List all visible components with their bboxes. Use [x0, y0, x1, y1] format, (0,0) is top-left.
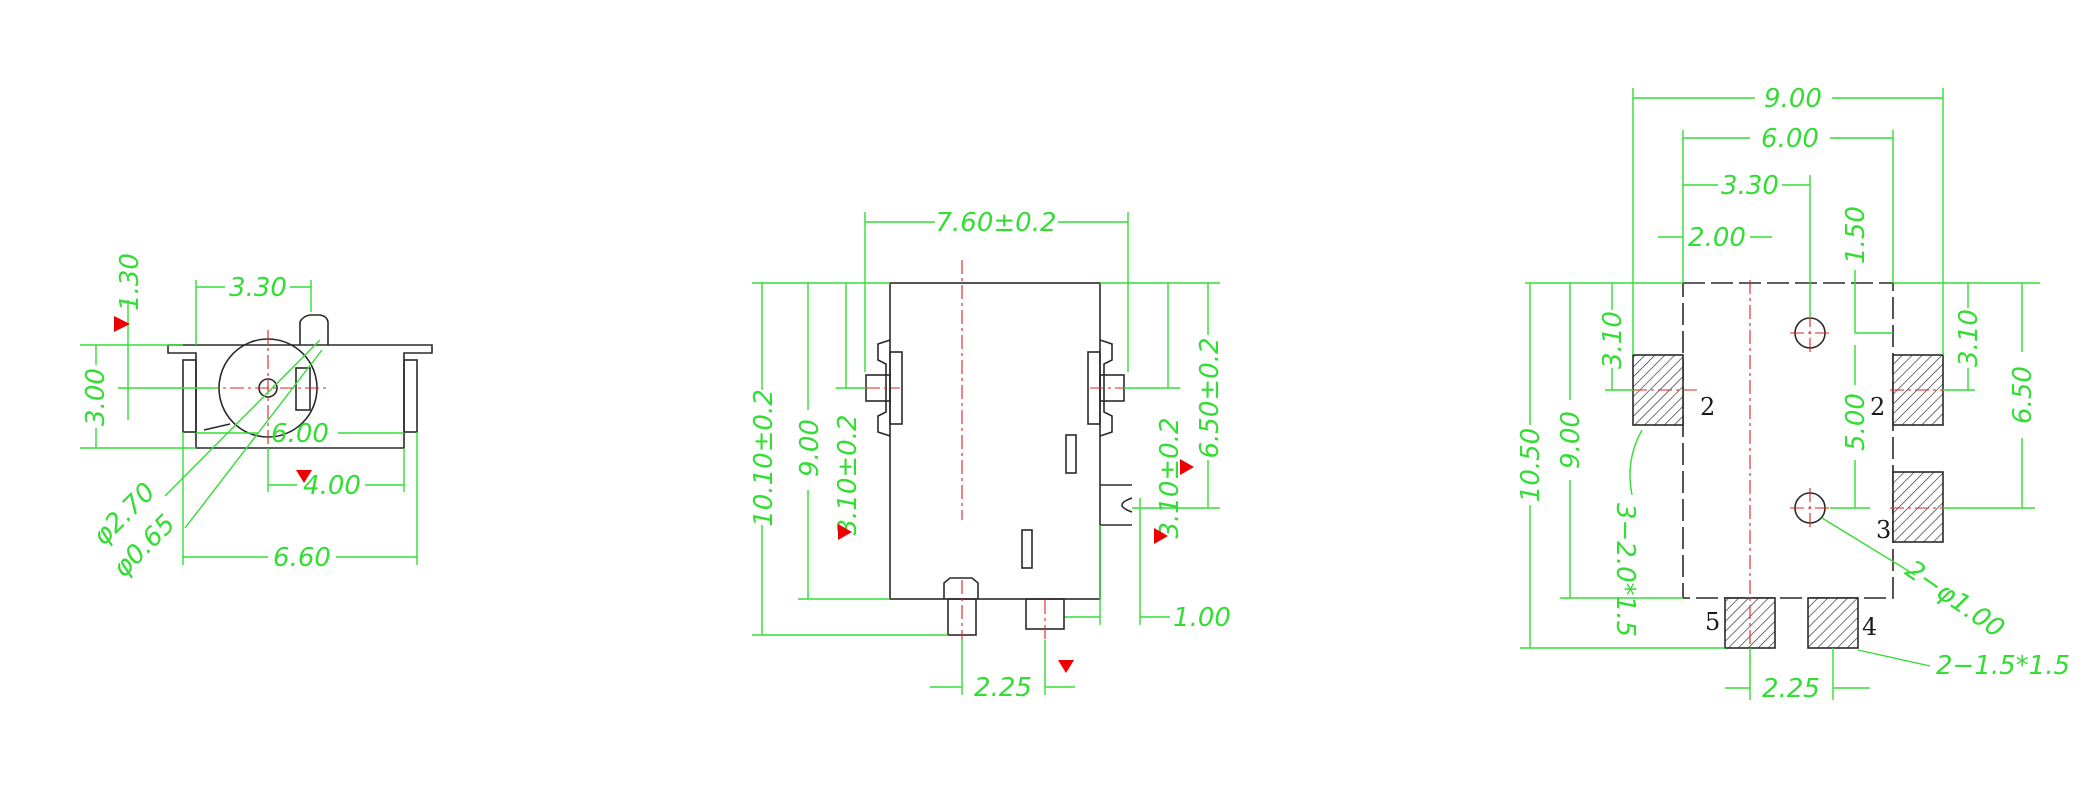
- front-view-slot-lower: [1021, 529, 1033, 569]
- side-dim-6-60: 6.60: [273, 543, 331, 573]
- fp-note-holes: 2−φ1.00: [1900, 555, 2010, 645]
- fp-dim-1-50: 1.50: [1841, 206, 1871, 264]
- front-dim-1-00: 1.00: [1173, 603, 1231, 633]
- side-dim-4-00: 4.00: [303, 471, 361, 501]
- footprint-outline: [1682, 282, 1894, 599]
- fp-note-pads-3: 3−2.0*1.5: [1610, 503, 1640, 637]
- fp-dim-2-00: 2.00: [1688, 223, 1746, 253]
- side-view-right-tab: [403, 359, 418, 433]
- side-view-contact: [295, 367, 311, 411]
- front-dim-width: 7.60±0.2: [935, 208, 1056, 238]
- front-marker-left: [838, 524, 852, 540]
- footprint-pad-bottom-right: [1807, 597, 1859, 649]
- side-view: 3.30 1.30 3.00 6.00 4.00 6.60 φ2.70 φ0.6…: [80, 253, 433, 583]
- footprint-pad-right-bottom: [1892, 471, 1944, 543]
- side-dim-3-30: 3.30: [229, 273, 287, 303]
- fp-dim-h-10-50: 10.50: [1516, 428, 1546, 502]
- pin-label-bottom-left: 5: [1705, 608, 1720, 636]
- front-view-hook: [1100, 484, 1133, 526]
- pin-label-left: 2: [1700, 393, 1715, 421]
- front-marker-down: [1058, 660, 1074, 673]
- side-marker-down: [296, 470, 312, 483]
- fp-note-pads-2-leader: [1857, 649, 1931, 667]
- front-marker-right-upper: [1180, 459, 1194, 475]
- side-dim-6-00: 6.00: [271, 419, 329, 449]
- front-view-slot-upper: [1065, 434, 1077, 474]
- front-marker-right-lower: [1154, 528, 1168, 544]
- fp-dim-left-3-10: 3.10: [1598, 311, 1628, 369]
- front-dim-body-height: 9.00: [795, 419, 825, 477]
- side-dim-3-00: 3.00: [81, 368, 111, 426]
- fp-dim-2-25: 2.25: [1762, 674, 1820, 704]
- fp-dim-9-00: 9.00: [1764, 84, 1822, 114]
- front-dim-right-3-10: 3.10±0.2: [1155, 417, 1185, 538]
- fp-note-holes-leader: [1821, 517, 1916, 576]
- front-dim-left-3-10: 3.10±0.2: [833, 414, 863, 535]
- front-view: 7.60±0.2 10.10±0.2 9.00 3.10±0.2 3.10±0.…: [749, 208, 1231, 703]
- front-view-pin-left-head: [943, 577, 979, 599]
- fp-dim-right-3-10: 3.10: [1954, 309, 1984, 367]
- front-dim-6-50: 6.50±0.2: [1195, 337, 1225, 458]
- side-view-left-tab: [182, 359, 197, 433]
- pin-label-bottom-right: 4: [1862, 613, 1877, 641]
- side-dim-dia-2-70-leader: [164, 339, 321, 497]
- side-view-pin: [299, 314, 329, 345]
- fp-dim-h-9-00: 9.00: [1556, 411, 1586, 469]
- front-view-body: [889, 282, 1101, 600]
- pin-label-right-bottom: 3: [1876, 516, 1891, 544]
- fp-note-pads-2: 2−1.5*1.5: [1936, 651, 2070, 681]
- front-dim-total-height: 10.10±0.2: [749, 389, 779, 527]
- footprint-view: 2 2 3 5 4 9.00 6.00 3.30 2.00 1.50: [1516, 84, 2070, 704]
- side-dim-1-30: 1.30: [115, 253, 145, 311]
- front-dim-2-25: 2.25: [974, 673, 1032, 703]
- fp-dim-6-50: 6.50: [2008, 366, 2038, 424]
- side-dim-dia-0-65-leader: [184, 349, 323, 529]
- side-view-spring: [203, 423, 231, 431]
- fp-dim-6-00: 6.00: [1761, 124, 1819, 154]
- fp-dim-5-00: 5.00: [1841, 393, 1871, 451]
- fp-note-pads-3-leader: [1629, 429, 1643, 496]
- pin-label-right-top: 2: [1870, 393, 1885, 421]
- side-marker-right: [114, 316, 130, 332]
- fp-dim-3-30: 3.30: [1721, 171, 1779, 201]
